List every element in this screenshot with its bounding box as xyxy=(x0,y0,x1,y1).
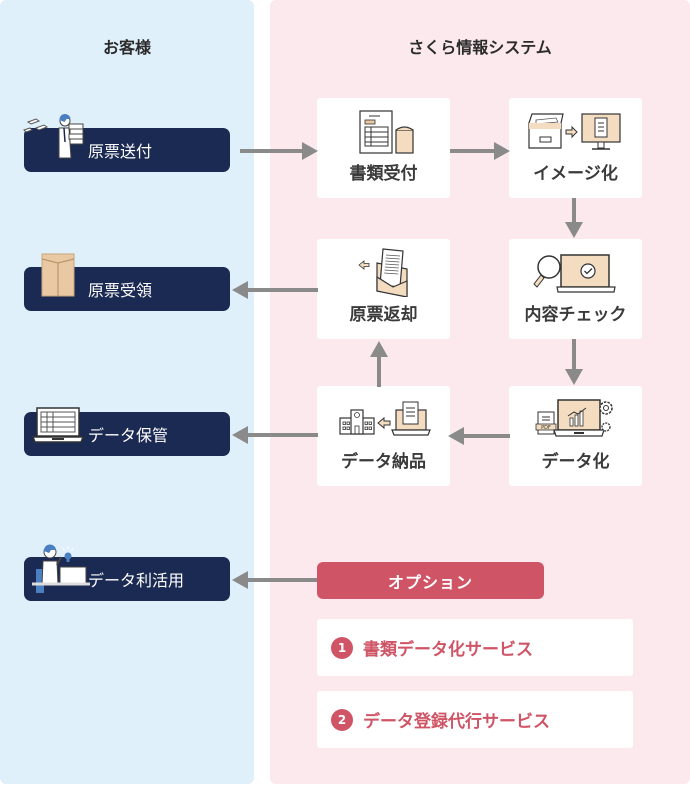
magnifier-laptop-check-icon xyxy=(509,249,642,295)
system-step-document-receipt: 書類受付 xyxy=(317,98,450,198)
customer-column-title: お客様 xyxy=(102,38,151,57)
person-carrying-documents-icon xyxy=(22,108,84,174)
laptop-spreadsheet-icon xyxy=(31,406,85,452)
open-envelope-letter-icon xyxy=(317,248,450,297)
envelope-icon xyxy=(41,253,75,301)
arrow-check-to-digitization xyxy=(565,339,583,385)
option-header: オプション xyxy=(317,562,544,599)
arrow-imaging-to-check xyxy=(565,198,583,238)
customer-step-send-originals: 原票送付 xyxy=(23,113,230,172)
option-item-data-entry: 2 データ登録代行サービス xyxy=(317,691,633,748)
customer-step-label: 原票受領 xyxy=(88,281,153,300)
arrow-receipt-to-imaging xyxy=(450,142,510,160)
system-step-imaging: イメージ化 xyxy=(509,98,642,198)
option-label: データ登録代行サービス xyxy=(363,712,550,732)
system-step-label: データ納品 xyxy=(341,452,426,472)
person-at-laptop-idea-icon xyxy=(32,543,90,605)
arrow-option-to-customer xyxy=(232,571,318,589)
arrow-return-to-customer xyxy=(232,281,318,299)
customer-step-data-utilization: データ利活用 xyxy=(24,544,230,601)
customer-step-label: 原票送付 xyxy=(88,142,153,161)
system-step-label: 書類受付 xyxy=(349,164,418,184)
customer-step-label: データ利活用 xyxy=(88,571,185,590)
scanner-to-monitor-icon xyxy=(509,108,642,154)
option-number-badge: 1 xyxy=(331,636,353,659)
arrow-delivery-to-return xyxy=(370,341,388,387)
system-step-label: データ化 xyxy=(541,452,610,472)
arrow-send-to-receipt xyxy=(240,142,318,160)
option-item-document-digitization: 1 書類データ化サービス xyxy=(317,619,633,676)
system-step-label: 原票返却 xyxy=(349,305,418,325)
option-label: 書類データ化サービス xyxy=(363,640,533,660)
system-step-label: 内容チェック xyxy=(524,305,627,325)
system-step-label: イメージ化 xyxy=(533,164,618,184)
arrow-digitization-to-delivery xyxy=(448,427,510,445)
arrow-delivery-to-customer xyxy=(232,426,318,444)
option-number-badge: 2 xyxy=(331,708,353,731)
customer-step-label: データ保管 xyxy=(88,426,169,445)
system-step-digitization: PDF データ化 xyxy=(509,386,642,486)
building-laptop-icon xyxy=(317,396,450,442)
system-step-return-originals: 原票返却 xyxy=(317,239,450,339)
system-column-title: さくら情報システム xyxy=(408,38,552,57)
document-envelope-icon xyxy=(317,108,450,154)
system-step-content-check: 内容チェック xyxy=(509,239,642,339)
pdf-laptop-chart-gear-icon: PDF xyxy=(509,396,642,442)
system-step-data-delivery: データ納品 xyxy=(317,386,450,486)
customer-step-receive-originals: 原票受領 xyxy=(24,253,230,311)
svg-text:PDF: PDF xyxy=(541,425,551,431)
customer-step-data-storage: データ保管 xyxy=(24,407,230,456)
